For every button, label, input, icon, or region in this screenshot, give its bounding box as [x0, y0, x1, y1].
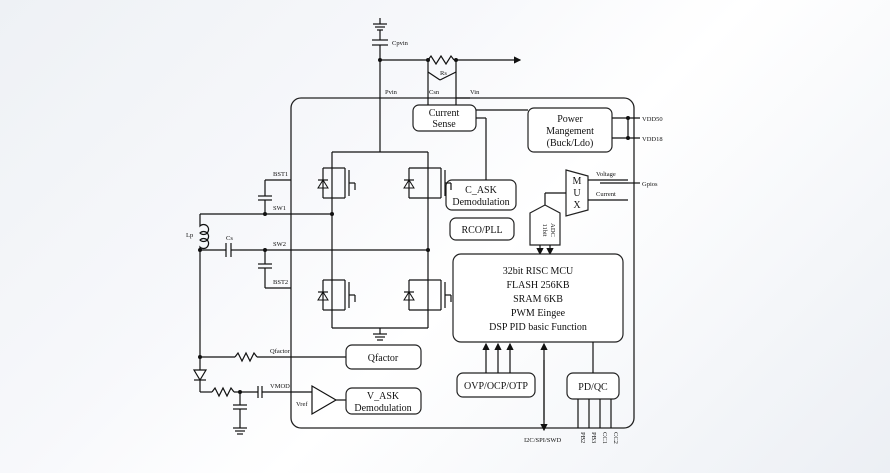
pd-pin-pb3: PB3: [590, 432, 597, 443]
mcu-line2: FLASH 256KB: [506, 280, 569, 291]
voltage-label: Voltage: [596, 171, 616, 178]
vmod-label: VMOD: [270, 383, 290, 390]
mosfet-q4-icon: [403, 279, 452, 311]
cs-label: Cs: [226, 235, 233, 242]
lp-label: Lp: [186, 232, 193, 239]
v-ask-line2: Demodulation: [354, 403, 411, 414]
mux-block: [565, 169, 589, 217]
sw2-label: SW2: [273, 241, 286, 248]
full-bridge: [317, 151, 452, 341]
adc-block: [529, 204, 561, 246]
mcu-block: [452, 253, 624, 343]
pd-qc-label: PD/QC: [578, 382, 608, 393]
ovp-ocp-otp-label: OVP/OCP/OTP: [464, 381, 528, 392]
vmod-diode-icon: [192, 369, 208, 382]
rs-resistor-icon: [427, 54, 455, 66]
mcu-line5: DSP PID basic Function: [489, 322, 587, 333]
cs-capacitor-icon: [225, 243, 232, 257]
vin-label: Vin: [470, 89, 480, 96]
c-ask-line2: Demodulation: [452, 197, 509, 208]
adc-label-line1: 11bit: [541, 223, 548, 236]
bst2-label: BST2: [273, 279, 288, 286]
mux-letter-m: M: [573, 176, 582, 187]
csn-label: Csn: [429, 89, 440, 96]
c-ask-line1: C_ASK: [465, 185, 497, 196]
qfactor-block: [345, 344, 422, 370]
pvin-label: Pvin: [385, 89, 398, 96]
vmod-filter-capacitor-icon: [233, 404, 247, 410]
sw1-label: SW1: [273, 205, 286, 212]
qfactor-block-label: Qfactor: [368, 353, 399, 364]
mosfet-q3-icon: [317, 279, 356, 311]
qfactor-resistor-icon: [234, 351, 258, 363]
vmod-coupling-capacitor-icon: [257, 386, 263, 398]
current-sense-line1: Current: [429, 108, 460, 119]
cpvin-label: Cpvin: [392, 40, 409, 47]
ground-bottom-icon: [233, 427, 247, 435]
power-mgmt-line3: (Buck/Ldo): [547, 138, 594, 149]
vdd18-label: VDD18: [642, 136, 663, 143]
mcu-line3: SRAM 6KB: [513, 294, 563, 305]
v-ask-line1: V_ASK: [367, 391, 400, 402]
mosfet-q1-icon: [317, 167, 356, 199]
ground-top-icon: [373, 18, 387, 31]
current-label: Current: [596, 191, 616, 198]
vref-label: Vref: [296, 401, 308, 408]
bst2-capacitor-icon: [258, 263, 272, 269]
power-management-block: [527, 107, 613, 153]
gpios-label: Gpios: [642, 181, 658, 188]
vdd50-label: VDD50: [642, 116, 663, 123]
bst1-capacitor-icon: [258, 195, 272, 201]
pd-pin-cc2: CC2: [612, 432, 619, 444]
power-mgmt-line2: Mangement: [546, 126, 594, 137]
power-mgmt-line1: Power: [557, 114, 583, 125]
mux-letter-u: U: [573, 188, 581, 199]
pd-pin-cc1: CC1: [601, 432, 608, 444]
v-ask-block: [345, 387, 422, 415]
c-ask-block: [445, 179, 517, 211]
ovp-ocp-otp-block: [456, 372, 536, 398]
mcu-line1: 32bit RISC MCU: [503, 266, 574, 277]
bst1-label: BST1: [273, 171, 288, 178]
vmod-resistor-icon: [211, 386, 235, 398]
rco-pll-label: RCO/PLL: [461, 225, 502, 236]
current-sense-line2: Sense: [432, 119, 456, 130]
adc-label-line2: ADC: [549, 223, 556, 237]
comparator-icon: [311, 384, 338, 416]
rco-pll-block: [449, 217, 515, 241]
qfactor-pin-label: Qfactor: [270, 348, 291, 355]
bus-label: I2C/SPI/SWD: [524, 437, 562, 444]
mux-letter-x: X: [573, 200, 581, 211]
lp-coil-icon: [199, 214, 210, 250]
mosfet-q2-icon: [403, 167, 452, 199]
pd-pin-pb2: PB2: [579, 432, 586, 443]
cpvin-capacitor-icon: [372, 39, 388, 46]
mcu-line4: PWM Eingee: [511, 308, 566, 319]
rs-label: Rs: [440, 70, 447, 77]
